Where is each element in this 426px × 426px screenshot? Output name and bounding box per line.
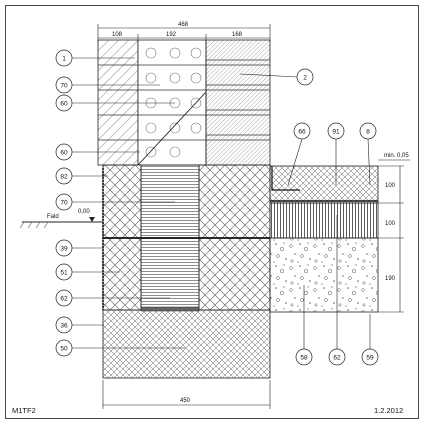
callout-label: 70 xyxy=(60,199,68,206)
callout-circle xyxy=(293,122,311,140)
callout-circle xyxy=(328,348,346,366)
ground xyxy=(19,217,103,229)
callout-label: 39 xyxy=(60,245,68,252)
callout-label: 50 xyxy=(60,345,68,352)
floor-insulation xyxy=(269,202,379,239)
callout-circle xyxy=(361,348,379,366)
dim-top-total: 468 xyxy=(178,22,189,28)
callout-bottom-62: 62 xyxy=(328,215,346,366)
drawing-date: 1.2.2012 xyxy=(374,406,403,415)
callout-circle xyxy=(327,122,345,140)
callout-label: 62 xyxy=(60,295,68,302)
footing xyxy=(102,309,271,379)
callout-label: 60 xyxy=(60,100,68,107)
callout-circle xyxy=(359,122,377,140)
callout-label: 58 xyxy=(300,354,308,361)
callout-left-62: 62 xyxy=(55,289,170,307)
callout-leader xyxy=(287,138,303,186)
dim-top-left: 108 xyxy=(112,32,123,38)
callout-label: 1 xyxy=(62,55,66,62)
callout-left-50: 50 xyxy=(55,339,185,357)
callout-right-2: 2 xyxy=(239,68,314,86)
upper-wall-left-leaf xyxy=(97,39,139,166)
callout-left-1: 1 xyxy=(55,49,135,67)
callout-left-70: 70 xyxy=(55,76,160,94)
bottom-dimension xyxy=(102,380,271,409)
upper-wall-cavity xyxy=(137,39,207,166)
callout-left-70: 70 xyxy=(55,193,175,211)
callout-leader xyxy=(239,73,298,78)
callout-left-60: 60 xyxy=(55,143,140,161)
cavity-tray xyxy=(137,91,207,166)
right-dimensions xyxy=(378,159,410,313)
dim-right-1: 100 xyxy=(385,183,396,189)
callout-circle xyxy=(55,289,73,307)
callout-circle xyxy=(55,49,73,67)
callout-bottom-58: 58 xyxy=(295,285,313,366)
callout-circle xyxy=(55,339,73,357)
drawing-code: M1TF2 xyxy=(12,406,36,415)
floor-buildup xyxy=(269,165,379,313)
callout-right-66: 66 xyxy=(287,122,311,186)
upper-wall-right-leaf xyxy=(205,39,271,166)
callout-left-60: 60 xyxy=(55,94,175,112)
dim-bottom-total: 450 xyxy=(180,398,191,404)
dim-top-middle: 192 xyxy=(166,32,177,38)
dim-top-right: 168 xyxy=(232,32,243,38)
callout-label: 82 xyxy=(60,173,68,180)
callout-right-91: 91 xyxy=(327,122,345,185)
callout-circle xyxy=(55,239,73,257)
callout-circle xyxy=(55,316,73,334)
callout-circle xyxy=(295,348,313,366)
callout-circle xyxy=(55,143,73,161)
ground-label: Fald xyxy=(47,214,59,220)
callout-circle xyxy=(296,68,314,86)
callout-label: 59 xyxy=(366,354,374,361)
callout-label: 8 xyxy=(366,128,370,135)
callout-bottom-59: 59 xyxy=(361,314,379,366)
floor-gravel xyxy=(269,237,379,313)
callout-circle xyxy=(55,167,73,185)
callout-circle xyxy=(55,263,73,281)
callout-left-39: 39 xyxy=(55,239,104,257)
callout-label: 91 xyxy=(332,128,340,135)
dim-right-3: 190 xyxy=(385,276,396,282)
callout-left-51: 51 xyxy=(55,263,120,281)
callout-right-8: 8 xyxy=(359,122,377,186)
callout-circle xyxy=(55,94,73,112)
callout-label: 70 xyxy=(60,82,68,89)
footing-strip xyxy=(140,306,200,312)
callout-left-82: 82 xyxy=(55,167,108,185)
top-dimensions xyxy=(97,24,271,42)
callouts: 1 70 60 60 82 70 39 51 62 36 50 2 66 91 8 58 62 59 xyxy=(55,49,379,366)
callout-label: 62 xyxy=(333,354,341,361)
min-note: min. 0,05 xyxy=(384,153,409,159)
callout-label: 51 xyxy=(60,269,68,276)
dim-right-2: 100 xyxy=(385,221,396,227)
callout-label: 2 xyxy=(303,74,307,81)
callout-circle xyxy=(55,193,73,211)
callout-circle xyxy=(55,76,73,94)
callout-label: 66 xyxy=(298,128,306,135)
foundation xyxy=(102,164,271,311)
edge-insulation xyxy=(271,166,300,191)
floor-screed xyxy=(269,165,379,204)
ground-level: 0,00 xyxy=(78,209,90,215)
callout-label: 60 xyxy=(60,149,68,156)
callout-leader xyxy=(367,138,371,186)
upper-wall xyxy=(97,39,271,166)
callout-left-36: 36 xyxy=(55,316,104,334)
callout-label: 36 xyxy=(60,322,68,329)
